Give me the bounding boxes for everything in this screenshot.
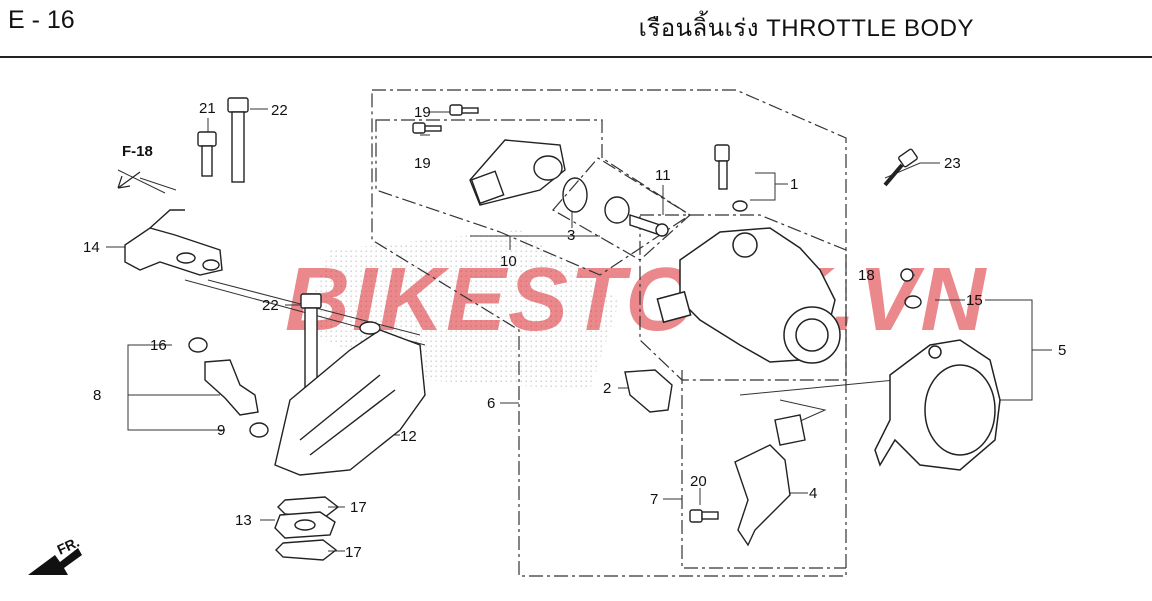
callout-7: 7 [650,491,658,508]
page-code: E - 16 [8,6,75,34]
part-11-spring [604,196,669,237]
f18-reference-arrow [117,171,141,189]
part-5-cover [874,339,1001,471]
callout-5: 5 [1058,342,1066,359]
front-direction-arrow: FR. [28,534,82,575]
callout-12: 12 [400,428,417,445]
part-19-screw-b [412,122,442,134]
outline-sensor [375,119,692,276]
parts-diagram: BIKESTOCK.VN [28,89,1066,577]
callout-10: 10 [500,253,517,270]
callout-9: 9 [217,422,225,439]
callout-20: 20 [690,473,707,490]
part-10-sensor [469,139,566,206]
callout-17a: 17 [350,499,367,516]
part-22-bolt-mid [300,293,322,389]
callout-22a: 22 [271,102,288,119]
part-9-seal [249,422,269,438]
part-13-insulator [274,511,336,539]
part-12-manifold [274,321,426,476]
part-19-screw-a [449,104,479,116]
header-rule [0,56,1152,58]
callout-labels: 1 2 3 4 5 6 7 8 9 10 11 12 13 14 15 16 1… [83,100,1066,561]
part-3-oring [562,177,588,213]
outline-bracket [681,370,846,569]
part-4-bracket [734,414,806,547]
part-8-injector [204,359,259,416]
watermark: BIKESTOCK.VN [285,250,987,350]
part-15-washer [904,295,922,309]
group-outlines [371,89,847,577]
part-2-gasket [624,369,673,413]
part-1-screw [714,144,748,212]
outline-main-assembly [371,89,847,577]
callout-22b: 22 [262,297,279,314]
part-22-bolt-top [227,97,249,183]
callout-3: 3 [567,227,575,244]
callout-11: 11 [655,167,671,184]
callout-14: 14 [83,239,100,256]
part-17-gasket-bottom [275,539,338,561]
part-23-screw [883,148,918,187]
callout-4: 4 [809,485,817,502]
outline-body [639,214,847,381]
part-14-bracket [124,209,223,276]
part-21-bolt [197,131,217,177]
part-16-oring [188,337,208,353]
callout-23: 23 [944,155,961,172]
callout-1: 1 [790,176,798,193]
part-20-bolt [689,509,719,523]
callout-21: 21 [199,100,216,117]
callout-17b: 17 [345,544,362,561]
callout-18: 18 [858,267,875,284]
callout-6: 6 [487,395,495,412]
throttle-body [656,227,841,364]
callout-19a: 19 [414,104,431,121]
callout-15: 15 [966,292,983,309]
f18-reference: F-18 [122,143,153,160]
callout-16: 16 [150,337,167,354]
part-18-screw [900,268,914,282]
callout-19b: 19 [414,155,431,172]
callout-8: 8 [93,387,101,404]
page-title: เรือนลิ้นเร่ง THROTTLE BODY [638,15,974,42]
callout-13: 13 [235,512,252,529]
callout-2: 2 [603,380,611,397]
